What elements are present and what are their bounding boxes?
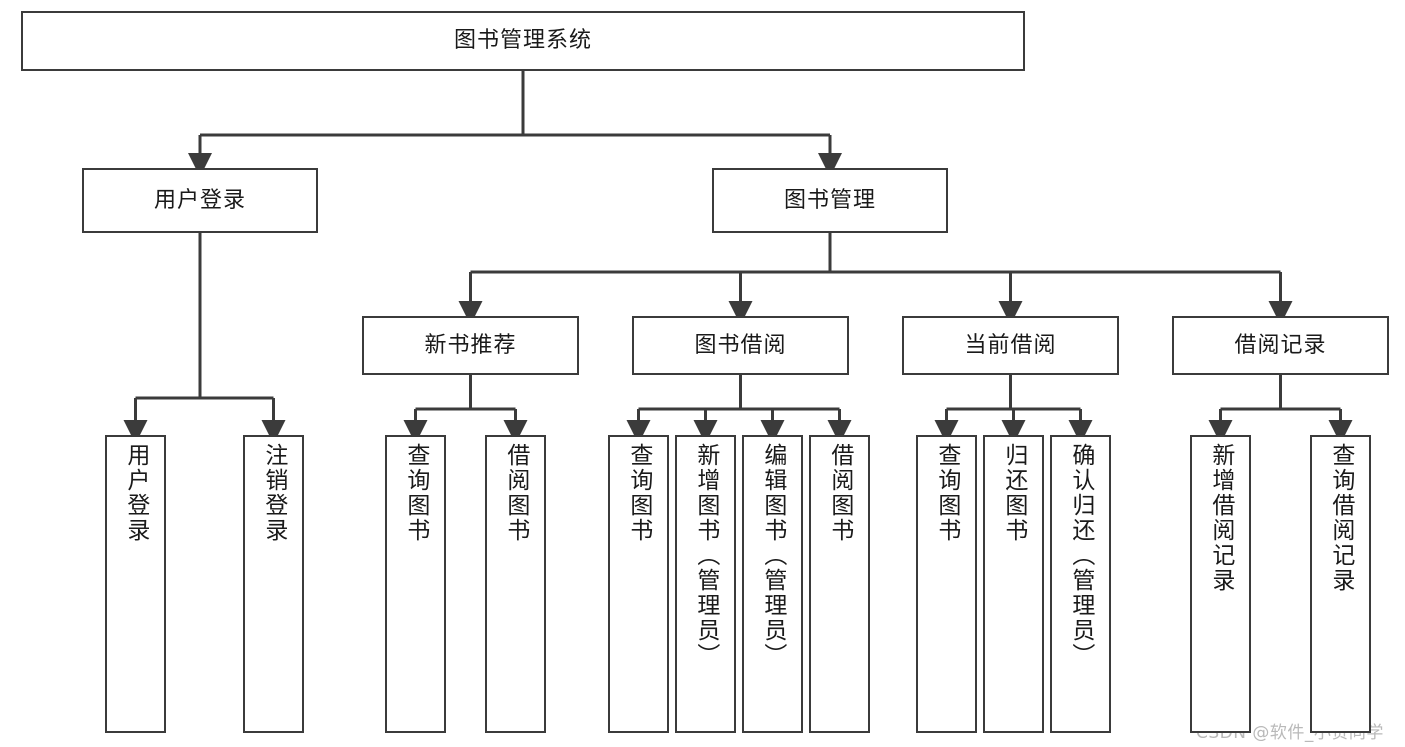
node-label: 查询借阅记录 [1327,443,1354,593]
node-label: 当前借阅 [964,332,1057,358]
node-borrow-records[interactable]: 借阅记录 [1172,316,1389,375]
node-label: 借阅图书 [826,443,853,543]
node-leaf-query-record[interactable]: 查询借阅记录 [1310,435,1371,733]
node-leaf-query-book-borrow[interactable]: 查询图书 [608,435,669,733]
node-leaf-return-book[interactable]: 归还图书 [983,435,1044,733]
node-book-borrow[interactable]: 图书借阅 [632,316,849,375]
node-leaf-add-book[interactable]: 新增图书（管理员） [675,435,736,733]
node-label: 新书推荐 [424,332,517,358]
node-label: 借阅记录 [1234,332,1327,358]
node-label: 图书管理 [783,187,876,213]
node-leaf-user-login[interactable]: 用户登录 [105,435,166,733]
node-current-borrow[interactable]: 当前借阅 [902,316,1119,375]
node-label: 图书管理系统 [453,28,592,54]
node-leaf-edit-book[interactable]: 编辑图书（管理员） [742,435,803,733]
node-label: 新增图书（管理员） [692,443,719,668]
node-label: 查询图书 [402,443,429,543]
node-label: 用户登录 [122,443,149,543]
node-root[interactable]: 图书管理系统 [21,11,1025,71]
node-label: 用户登录 [153,187,246,213]
node-leaf-query-book-current[interactable]: 查询图书 [916,435,977,733]
node-label: 查询图书 [933,443,960,543]
node-new-book-recommend[interactable]: 新书推荐 [362,316,579,375]
node-leaf-add-record[interactable]: 新增借阅记录 [1190,435,1251,733]
node-label: 图书借阅 [694,332,787,358]
node-label: 借阅图书 [502,443,529,543]
node-leaf-confirm-return[interactable]: 确认归还（管理员） [1050,435,1111,733]
node-label: 归还图书 [1000,443,1027,543]
node-label: 确认归还（管理员） [1067,443,1094,668]
node-book-management[interactable]: 图书管理 [712,168,948,233]
node-label: 新增借阅记录 [1207,443,1234,593]
node-label: 编辑图书（管理员） [759,443,786,668]
node-user-login[interactable]: 用户登录 [82,168,318,233]
node-leaf-query-book-rec[interactable]: 查询图书 [385,435,446,733]
node-label: 查询图书 [625,443,652,543]
node-leaf-logout[interactable]: 注销登录 [243,435,304,733]
node-label: 注销登录 [260,443,287,543]
node-leaf-borrow-book-rec[interactable]: 借阅图书 [485,435,546,733]
node-leaf-borrow-book[interactable]: 借阅图书 [809,435,870,733]
